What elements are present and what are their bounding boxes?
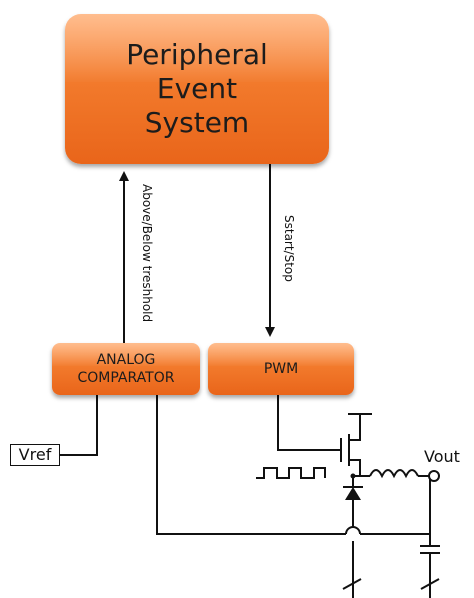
pes-line-1: Peripheral: [126, 38, 268, 71]
inductor: [369, 469, 419, 479]
pulse-train: [256, 467, 326, 479]
pes-line-3: System: [144, 106, 250, 139]
vout-label: Vout: [424, 447, 460, 466]
vref-wire: [60, 395, 98, 456]
comparator-line-2: COMPARATOR: [77, 370, 175, 386]
pwm-block: PWM: [208, 343, 354, 395]
pwm-gate-wire: [277, 395, 341, 451]
threshold-label: Above/Below treshhold: [140, 184, 154, 323]
vref-box: Vref: [10, 444, 60, 466]
start-stop-label: Sstart/Stop: [282, 215, 296, 282]
pwm-label: PWM: [263, 361, 299, 377]
vout-terminal: [428, 470, 440, 482]
sense-wire: [156, 395, 346, 535]
peripheral-event-system-block: Peripheral Event System: [65, 14, 329, 164]
comparator-line-1: ANALOG: [96, 352, 156, 368]
analog-comparator-block: ANALOG COMPARATOR: [52, 343, 200, 395]
pes-line-2: Event: [156, 72, 238, 105]
diode: [345, 487, 361, 500]
